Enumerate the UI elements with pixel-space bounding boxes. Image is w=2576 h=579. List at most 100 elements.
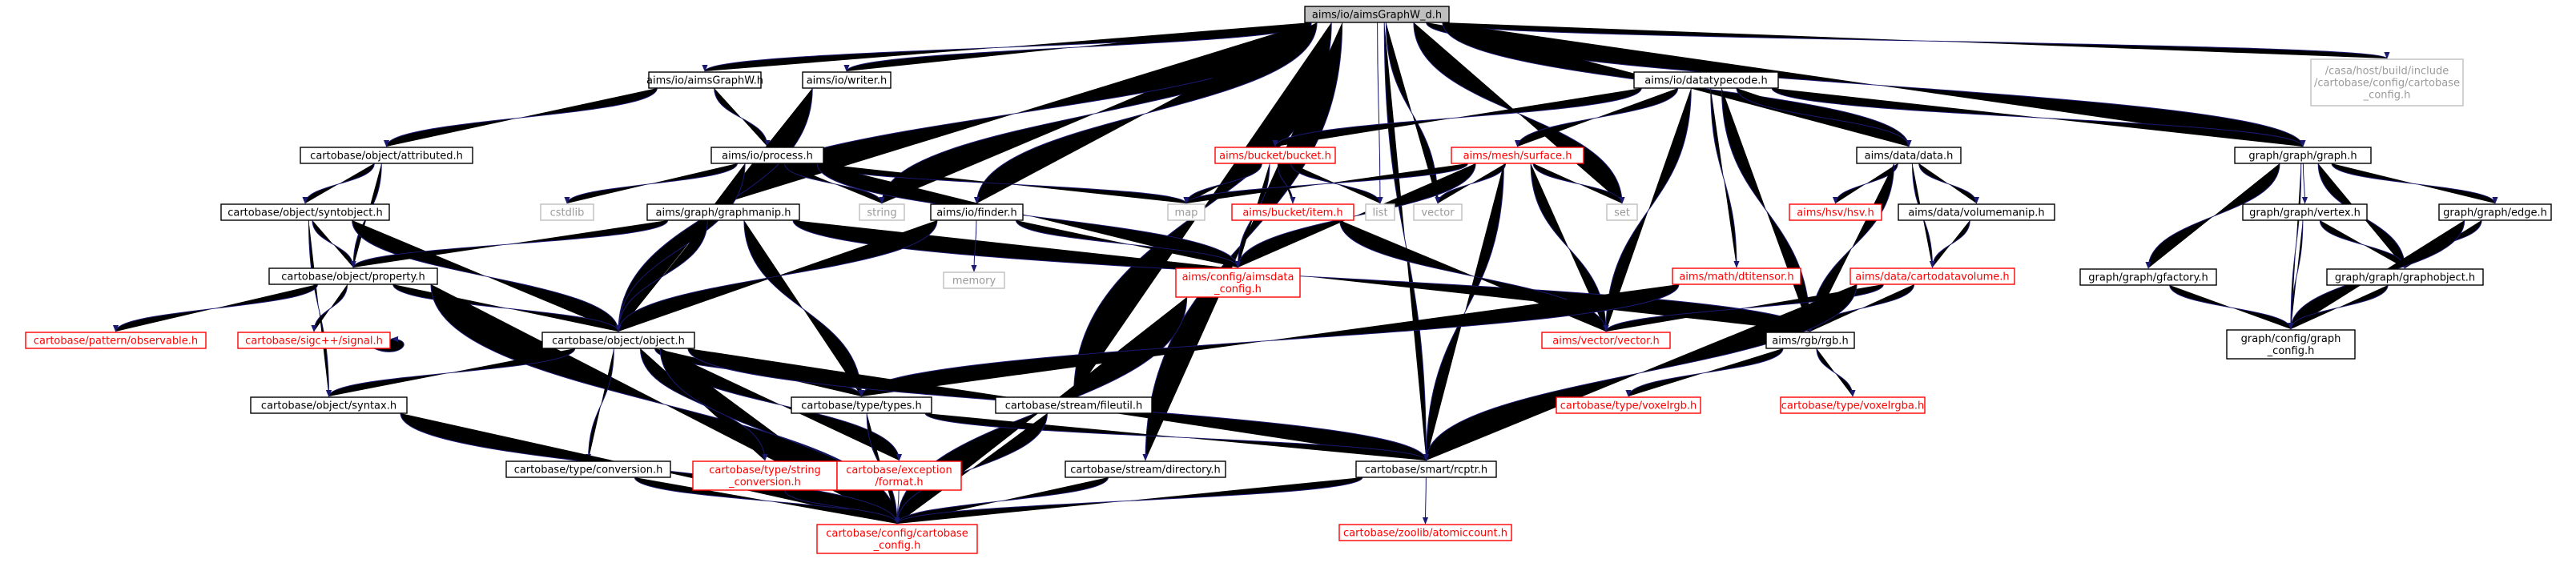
- node-box: [25, 332, 207, 349]
- node-box: [1556, 396, 1701, 414]
- node-graphmanip[interactable]: aims/graph/graphmanip.h: [646, 203, 800, 221]
- node-data[interactable]: aims/data/data.h: [1856, 147, 1962, 164]
- node-rgb[interactable]: aims/rgb/rgb.h: [1765, 332, 1855, 349]
- node-dtitensor[interactable]: aims/math/dtitensor.h: [1672, 267, 1801, 285]
- node-label: aims/data/data.h: [1865, 151, 1954, 163]
- node-label: cartobase/sigc++/signal.h: [245, 336, 383, 348]
- edge-dtitensor-to-types: [859, 283, 1680, 397]
- node-surface[interactable]: aims/mesh/surface.h: [1451, 147, 1584, 164]
- node-label: _config.h: [873, 540, 921, 552]
- node-set[interactable]: set: [1606, 203, 1638, 221]
- node-object[interactable]: cartobase/object/object.h: [541, 332, 695, 349]
- node-item[interactable]: aims/bucket/item.h: [1231, 203, 1354, 221]
- node-graphobject[interactable]: graph/graph/graphobject.h: [2326, 268, 2484, 286]
- node-box: [2310, 58, 2464, 107]
- node-box: [816, 524, 978, 554]
- edge-aimsGraphW-to-attributed: [383, 87, 658, 147]
- node-gfactory[interactable]: graph/graph/gfactory.h: [2079, 268, 2217, 286]
- node-hsv[interactable]: aims/hsv/hsv.h: [1789, 203, 1882, 221]
- node-box: [1304, 6, 1450, 23]
- node-aimsdata_config[interactable]: aims/config/aimsdata_config.h: [1175, 267, 1301, 298]
- node-root[interactable]: aims/io/aimsGraphW_d.h: [1304, 6, 1450, 23]
- node-label: cartobase/config/cartobase: [826, 528, 968, 540]
- node-box: [268, 267, 438, 285]
- node-aimsGraphW[interactable]: aims/io/aimsGraphW.h: [646, 71, 763, 89]
- node-label: cartobase/smart/rcptr.h: [1365, 464, 1487, 476]
- node-vector[interactable]: vector: [1413, 203, 1463, 221]
- node-cartodatavolume[interactable]: aims/data/cartodatavolume.h: [1849, 267, 2015, 285]
- node-label: aims/vector/vector.h: [1552, 336, 1659, 348]
- node-directory[interactable]: cartobase/stream/directory.h: [1065, 460, 1226, 478]
- node-label: aims/io/process.h: [722, 151, 813, 163]
- node-vertex[interactable]: graph/graph/vertex.h: [2242, 203, 2368, 221]
- node-label: /cartobase/config/cartobase: [2314, 78, 2460, 90]
- node-label: aims/io/writer.h: [807, 75, 888, 87]
- node-writer[interactable]: aims/io/writer.h: [802, 71, 892, 89]
- edge-object-to-conversion: [585, 348, 614, 461]
- node-map[interactable]: map: [1167, 203, 1205, 221]
- edge-graphmanip-to-property: [350, 219, 669, 268]
- node-cartobase_config_ext[interactable]: /casa/host/build/include/cartobase/confi…: [2310, 58, 2464, 107]
- node-label: cartobase/pattern/observable.h: [34, 336, 198, 348]
- node-process[interactable]: aims/io/process.h: [710, 147, 824, 164]
- node-label: cartobase/exception: [846, 464, 952, 476]
- node-box: [300, 147, 473, 164]
- edge-rcptr-to-cartobase_config: [894, 476, 1363, 525]
- node-label: aims/bucket/item.h: [1242, 207, 1342, 219]
- node-cstdlib[interactable]: cstdlib: [540, 203, 594, 221]
- edge-rgb-to-voxelrgba: [1816, 348, 1856, 397]
- node-atomiccount[interactable]: cartobase/zoolib/atomiccount.h: [1338, 524, 1512, 541]
- node-cartobase_config[interactable]: cartobase/config/cartobase_config.h: [816, 524, 978, 554]
- node-property[interactable]: cartobase/object/property.h: [268, 267, 438, 285]
- node-syntax[interactable]: cartobase/object/syntax.h: [250, 396, 408, 414]
- node-types[interactable]: cartobase/type/types.h: [791, 396, 932, 414]
- node-fileutil[interactable]: cartobase/stream/fileutil.h: [995, 396, 1153, 414]
- node-conversion[interactable]: cartobase/type/conversion.h: [505, 460, 671, 478]
- node-label: cartobase/type/voxelrgba.h: [1781, 400, 1924, 412]
- node-layer: aims/io/aimsGraphW_d.h aims/io/aimsGraphW…: [25, 6, 2552, 554]
- node-string[interactable]: string: [859, 203, 905, 221]
- edge-root-to-cartobase_config_ext: [1442, 22, 2390, 59]
- node-string_conversion[interactable]: cartobase/type/string_conversion.h: [692, 460, 838, 491]
- node-graph[interactable]: graph/graph/graph.h: [2234, 147, 2372, 164]
- node-edge[interactable]: graph/graph/edge.h: [2438, 203, 2552, 221]
- node-vectorh[interactable]: aims/vector/vector.h: [1541, 332, 1671, 349]
- node-datatypecode[interactable]: aims/io/datatypecode.h: [1633, 71, 1779, 89]
- node-label: graph/graph/gfactory.h: [2088, 272, 2208, 284]
- node-signal[interactable]: cartobase/sigc++/signal.h: [237, 332, 391, 349]
- node-voxelrgb[interactable]: cartobase/type/voxelrgb.h: [1556, 396, 1701, 414]
- node-box: [2079, 268, 2217, 286]
- node-label: vector: [1421, 207, 1455, 219]
- node-box: [1065, 460, 1226, 478]
- node-box: [802, 71, 892, 89]
- node-volumemanip[interactable]: aims/data/volumemanip.h: [1898, 203, 2055, 221]
- edge-root-to-finder: [973, 22, 1318, 204]
- node-label: graph/graph/vertex.h: [2249, 207, 2361, 219]
- node-graph_config[interactable]: graph/config/graph_config.h: [2226, 329, 2356, 360]
- edge-syntobject-to-property: [312, 219, 356, 268]
- node-syntobject[interactable]: cartobase/object/syntobject.h: [220, 203, 390, 221]
- edge-types-to-rcptr: [924, 412, 1429, 461]
- node-label: aims/hsv/hsv.h: [1797, 207, 1874, 219]
- node-voxelrgba[interactable]: cartobase/type/voxelrgba.h: [1780, 396, 1926, 414]
- node-label: graph/graph/graphobject.h: [2335, 272, 2475, 284]
- node-box: [1606, 203, 1638, 221]
- node-list[interactable]: list: [1365, 203, 1395, 221]
- edge-datatypecode-to-dtitensor: [1710, 87, 1740, 268]
- node-box: [2234, 147, 2372, 164]
- node-label: _config.h: [1214, 283, 1262, 296]
- edge-data-to-hsv: [1832, 163, 1898, 204]
- node-box: [1214, 147, 1336, 164]
- edge-process-to-cstdlib: [564, 163, 738, 204]
- node-label: aims/math/dtitensor.h: [1679, 271, 1793, 283]
- node-format[interactable]: cartobase/exception/format.h: [836, 460, 962, 491]
- node-label: /casa/host/build/include: [2325, 66, 2449, 78]
- node-rcptr[interactable]: cartobase/smart/rcptr.h: [1355, 460, 1497, 478]
- node-label: aims/bucket/bucket.h: [1219, 151, 1331, 163]
- node-attributed[interactable]: cartobase/object/attributed.h: [300, 147, 473, 164]
- node-finder[interactable]: aims/io/finder.h: [930, 203, 1024, 221]
- node-bucket[interactable]: aims/bucket/bucket.h: [1214, 147, 1336, 164]
- node-memory[interactable]: memory: [943, 271, 1005, 289]
- node-observable[interactable]: cartobase/pattern/observable.h: [25, 332, 207, 349]
